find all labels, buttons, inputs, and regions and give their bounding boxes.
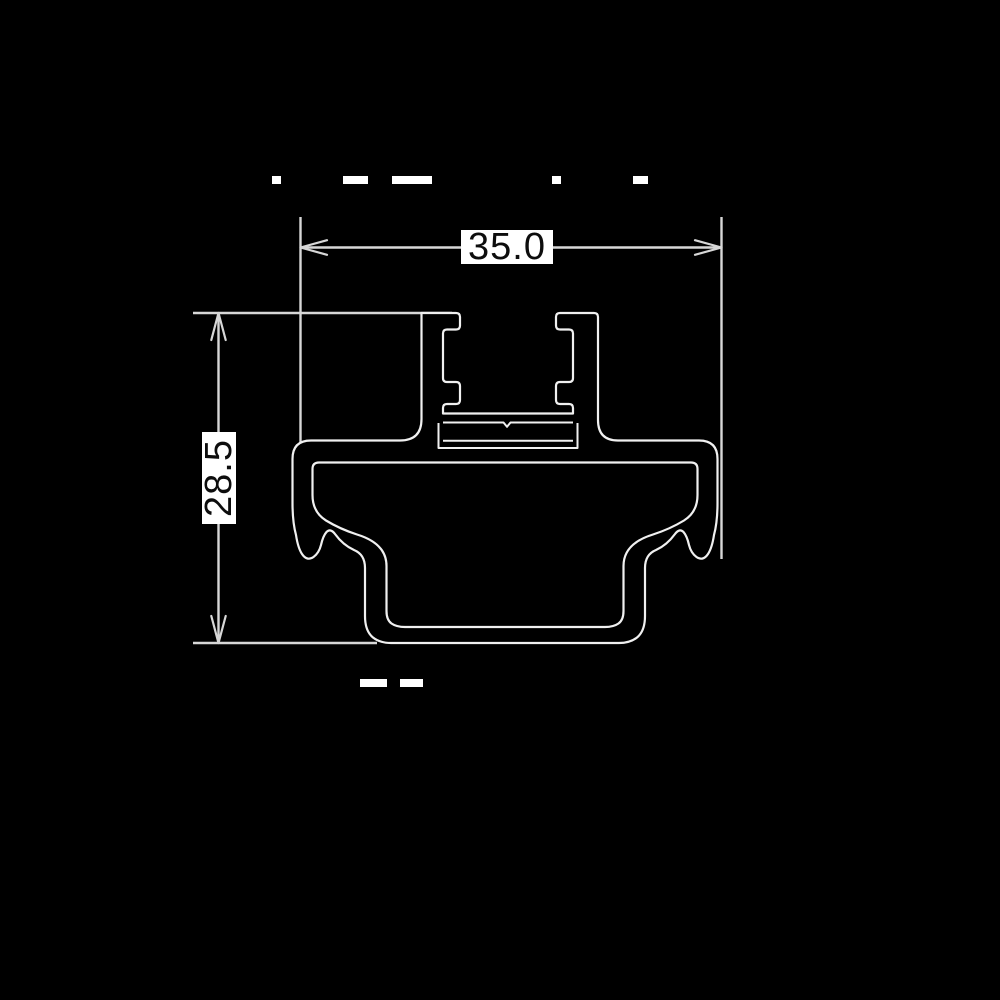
stray-mark bbox=[552, 176, 561, 184]
profile-outline bbox=[291, 311, 719, 645]
dimension-arrows bbox=[210, 239, 723, 645]
stray-mark bbox=[272, 176, 281, 184]
profile-section bbox=[291, 311, 719, 645]
stray-mark bbox=[360, 679, 387, 687]
stray-mark bbox=[343, 176, 368, 184]
arrow-right bbox=[693, 239, 723, 256]
stray-marks-top bbox=[272, 176, 648, 184]
width-dimension-label: 35.0 bbox=[461, 228, 553, 266]
stray-mark bbox=[633, 176, 648, 184]
arrow-up bbox=[210, 311, 227, 342]
channel-floor-line bbox=[443, 421, 573, 428]
chamber-outline bbox=[437, 423, 579, 449]
arrow-down bbox=[210, 614, 227, 645]
stray-marks-bottom bbox=[360, 679, 423, 687]
arrow-left bbox=[299, 239, 329, 256]
profile-detail-lines bbox=[437, 421, 579, 449]
height-dimension-label: 28.5 bbox=[198, 431, 240, 524]
stray-mark bbox=[392, 176, 432, 184]
stray-mark bbox=[400, 679, 423, 687]
